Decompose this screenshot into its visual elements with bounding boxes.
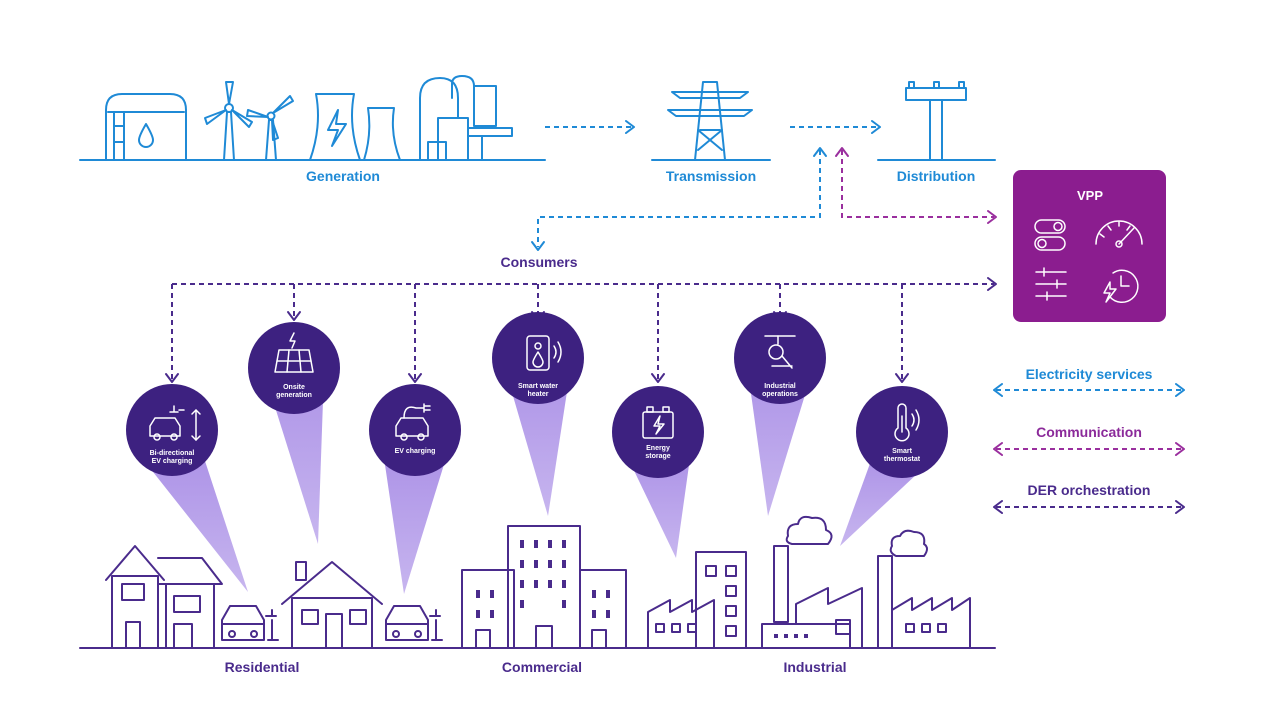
device-label-2: EV charging [152, 458, 193, 465]
distribution-label: Distribution [897, 168, 976, 184]
distribution-pole-icon [877, 81, 996, 161]
vpp-title: VPP [1077, 188, 1103, 203]
device-label-2: heater [527, 391, 548, 398]
wind-turbine-small-icon [246, 95, 294, 161]
device-label-1: Energy [646, 445, 670, 452]
flow-grid-consumers [537, 150, 821, 247]
device-label-2: storage [645, 453, 670, 460]
power-plant-icon [309, 93, 401, 161]
toggle-switch-icon [1034, 219, 1066, 251]
sliders-icon [1035, 267, 1067, 301]
consumers-label: Consumers [500, 254, 577, 270]
battery-icon [642, 406, 674, 439]
device-label-2: thermostat [884, 456, 921, 463]
wind-turbine-icon [204, 81, 253, 161]
thermometer-icon [894, 403, 920, 442]
commercial-label: Commercial [502, 659, 582, 675]
device-bi-directional-ev-charging: Bi-directional EV charging [126, 384, 218, 476]
device-label-1: Industrial [764, 383, 796, 390]
generation-label: Generation [306, 168, 380, 184]
device-label-1: Smart water [518, 383, 558, 390]
device-label-1: EV charging [395, 448, 436, 455]
device-energy-storage: Energy storage [612, 386, 704, 478]
car-icon [221, 605, 279, 641]
water-heater-icon [526, 335, 562, 371]
device-label-2: generation [276, 392, 312, 399]
transmission-tower-icon [651, 81, 771, 161]
device-smart-thermostat: Smart thermostat [856, 386, 948, 478]
device-label-2: operations [762, 391, 798, 398]
residential-buildings [105, 545, 443, 649]
device-label-1: Bi-directional [150, 450, 195, 457]
ev-charging-icon [395, 403, 431, 441]
legend-communication-label: Communication [1036, 424, 1142, 440]
vpp-box: VPP [1013, 170, 1166, 322]
device-onsite-generation: Onsite generation [248, 322, 340, 414]
car-icon [385, 605, 443, 641]
ev-bidirectional-icon [149, 405, 201, 441]
generation-group [79, 75, 546, 161]
legend-der-label: DER orchestration [1028, 482, 1151, 498]
legend: Electricity services Communication DER o… [993, 366, 1185, 514]
device-label-1: Smart [892, 448, 913, 455]
transmission-label: Transmission [666, 168, 756, 184]
house-icon [105, 545, 223, 649]
commercial-buildings [461, 525, 627, 649]
gauge-icon [1095, 220, 1143, 248]
industrial-label: Industrial [783, 659, 846, 675]
solar-panel-icon [274, 332, 314, 373]
flow-communication-vpp [841, 150, 994, 218]
residential-label: Residential [225, 659, 300, 675]
legend-electricity-label: Electricity services [1026, 366, 1153, 382]
house-small-icon [281, 561, 383, 649]
device-smart-water-heater: Smart water heater [492, 312, 584, 404]
industrial-robot-icon [764, 335, 796, 369]
oil-tank-icon [105, 93, 187, 161]
device-beams [142, 372, 934, 594]
device-label-1: Onsite [283, 384, 305, 391]
lightning-clock-icon [1103, 269, 1139, 304]
device-industrial-operations: Industrial operations [734, 312, 826, 404]
device-ev-charging: EV charging [369, 384, 461, 476]
industrial-buildings [647, 515, 971, 649]
refinery-icon [419, 75, 513, 161]
